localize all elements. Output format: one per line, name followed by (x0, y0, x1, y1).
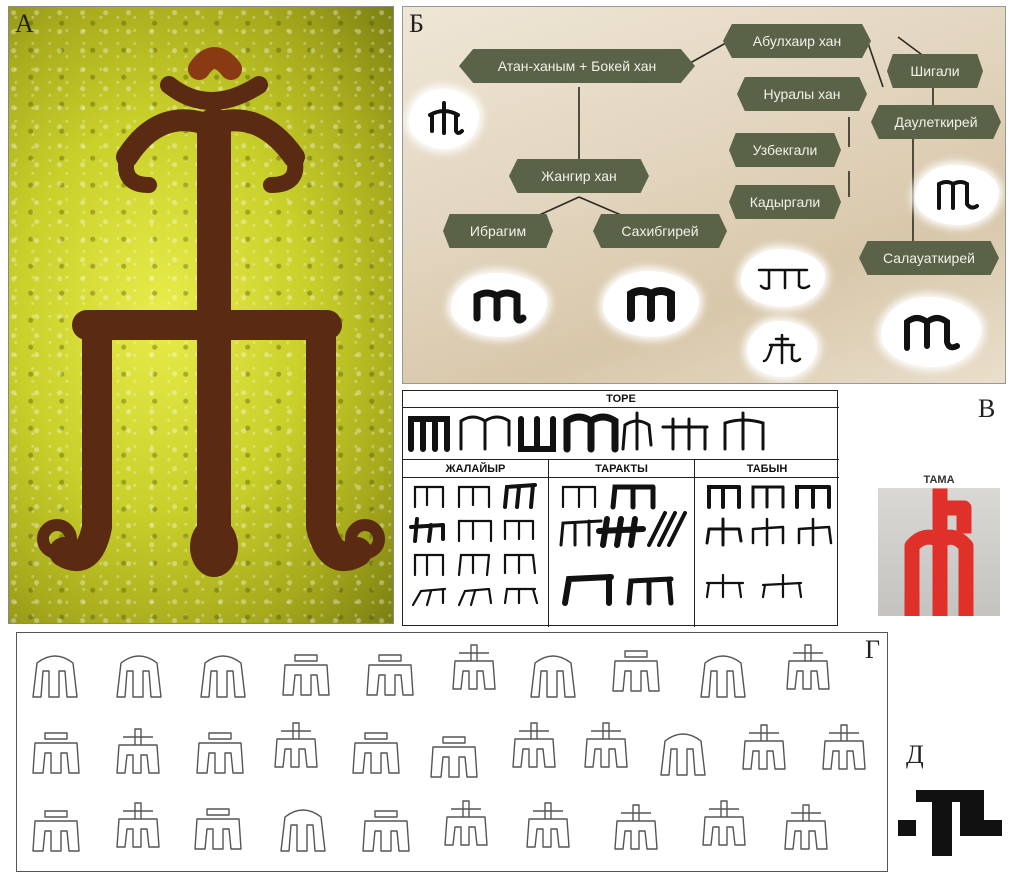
tamga-glyph-icon (471, 288, 527, 322)
col-header-zhalaiyr: ЖАЛАЙЫР (403, 463, 548, 475)
tore-comparison-table: ТОРЕ ЖАЛАЙЫР ТАРАКТЫ ТАБЫН (402, 390, 838, 626)
clan-tamga-grid (403, 479, 839, 625)
tama-tamga-red (878, 488, 1000, 616)
tamga-glyph-icon (933, 178, 981, 212)
modern-tamga-glyph (896, 740, 1006, 870)
panel-a-petroglyph: А (8, 6, 394, 624)
node-atan-bokei: Атан-ханым + Бокей хан (459, 49, 695, 83)
col-header-tabyn: ТАБЫН (695, 463, 839, 475)
node-salauatkirei: Салауаткирей (859, 241, 999, 275)
node-shigali: Шигали (887, 54, 983, 88)
divider (403, 477, 839, 478)
node-uzbekgali: Узбекгали (729, 133, 841, 167)
panel-v-letter: В (978, 394, 995, 424)
panel-g-outline-tamgas: Г (16, 632, 888, 872)
col-header-taraktу: ТАРАКТЫ (549, 463, 694, 475)
divider (403, 459, 839, 460)
node-abulkhair: Абулхаир хан (723, 24, 871, 58)
node-ibragim: Ибрагим (443, 214, 553, 248)
panel-v-tama: В ТАМА (842, 390, 1006, 626)
node-kadyrgali: Кадыргали (729, 185, 841, 219)
tamga-glyph-icon (901, 312, 961, 352)
panel-b-genealogy: Б Абулхаир хан Атан-ханым + Бокей хан Ши… (402, 6, 1006, 384)
divider (403, 407, 839, 408)
tama-label: ТАМА (878, 474, 1000, 486)
node-zhangir: Жангир хан (509, 159, 649, 193)
tama-photo (878, 488, 1000, 616)
node-dauletkirei: Даулеткирей (871, 105, 1001, 139)
tamga-glyph-icon (424, 99, 464, 139)
tamga-glyph-icon (625, 286, 677, 322)
panel-d-modern-tamga: Д (896, 740, 1006, 870)
carved-tamga-image (9, 7, 394, 624)
node-sakhibgirei: Сахибгирей (593, 214, 727, 248)
tore-tamga-row (403, 409, 839, 459)
outline-tamga-grid (17, 633, 889, 873)
tamga-glyph-icon (755, 264, 811, 292)
node-nuraly: Нуралы хан (737, 77, 867, 111)
tore-header: ТОРЕ (403, 393, 839, 405)
tamga-glyph-icon (762, 331, 802, 367)
